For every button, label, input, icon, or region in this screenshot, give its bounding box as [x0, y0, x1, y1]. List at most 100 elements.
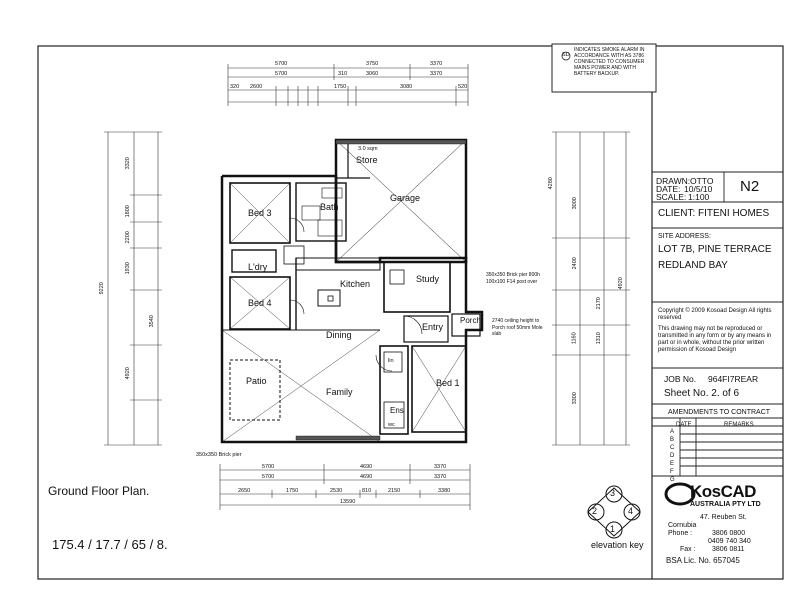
- phone-2: 0409 740 340: [708, 538, 751, 545]
- amendment-letter-g: G: [670, 477, 675, 483]
- brick-pier-note: 350x350 Brick pier: [196, 452, 242, 458]
- room-label-garage: Garage: [390, 193, 421, 203]
- dim-right-5: 1310: [595, 332, 602, 345]
- room-label-porch: Porch: [460, 316, 481, 325]
- dim-left-1: 3320: [124, 157, 131, 170]
- room-label-linen: lin: [388, 358, 394, 364]
- dim-left-6: 3540: [148, 315, 155, 328]
- job-no-label: JOB No.: [664, 374, 697, 384]
- smoke-alarm-symbol: [561, 51, 571, 61]
- amendments-title: AMENDMENTS TO CONTRACT: [668, 409, 771, 416]
- sheet-number: Sheet No. 2. of 6: [664, 388, 740, 399]
- room-label-patio: Patio: [246, 376, 267, 386]
- smoke-note-box: [551, 43, 657, 93]
- date-value: 10/5/10: [684, 184, 713, 194]
- dim-left-2: 1800: [124, 205, 131, 218]
- elevation-key-graphic: [587, 485, 641, 539]
- phone-1: 3806 0800: [712, 530, 746, 537]
- smoke-alarm-note: INDICATES SMOKE ALARM IN ACCORDANCE WITH…: [574, 47, 645, 77]
- amendment-letter-a: A: [670, 429, 675, 435]
- company-logo-subtext: AUSTRALIA PTY LTD: [690, 501, 761, 508]
- garage-note: 3.0 sqm: [358, 146, 378, 152]
- dim-bottom-10: 810: [362, 488, 372, 494]
- amendment-letter-c: C: [670, 445, 675, 451]
- dim-right-2: 2400: [571, 257, 578, 270]
- site-address-line1: LOT 7B, PINE TERRACE: [658, 244, 772, 255]
- dim-bottom-11: 2150: [388, 488, 401, 494]
- elevation-key-num-2: 2: [592, 506, 598, 516]
- copyright-body: This drawing may not be reproduced or tr…: [658, 326, 772, 353]
- dim-bottom-12: 3380: [438, 488, 451, 494]
- job-no-value: 964FI7REAR: [708, 374, 759, 384]
- room-label-bed1: Bed 1: [436, 378, 460, 388]
- scale-value: 1:100: [688, 192, 710, 202]
- dim-right-4: 2170: [595, 297, 602, 310]
- copyright-notice: Copyright © 2009 Kosoad Design All right…: [658, 308, 772, 321]
- room-label-ldry: L'dry: [248, 262, 268, 272]
- elevation-key-num-1: 1: [610, 524, 616, 534]
- smoke-alarm-code: SD: [562, 52, 570, 58]
- dim-right-overall: 4920: [617, 277, 624, 290]
- dim-bottom-2: 4690: [360, 464, 373, 470]
- room-label-store: Store: [356, 155, 378, 165]
- porch-note: 350x350 Brick pier 800h 100x100 F14 post…: [486, 272, 540, 285]
- top-dimensions: [227, 64, 469, 106]
- dim-right-1: 4280: [547, 177, 554, 190]
- dim-top-10: 1750: [334, 84, 347, 90]
- amendment-letter-f: F: [670, 469, 674, 475]
- elevation-key-label: elevation key: [591, 540, 644, 550]
- client-name: CLIENT: FITENI HOMES: [658, 208, 770, 219]
- room-label-bed3: Bed 3: [248, 208, 272, 218]
- dim-bottom-7: 2650: [238, 488, 251, 494]
- company-address-2: Cornubia: [668, 522, 697, 529]
- dim-bottom-1: 5700: [262, 464, 275, 470]
- dim-top-11: 3080: [400, 84, 413, 90]
- dim-left-3: 2200: [124, 231, 131, 244]
- amendment-letter-b: B: [670, 437, 675, 443]
- bsa-licence: BSA Lic. No. 657045: [666, 556, 740, 565]
- dim-top-4: 5700: [275, 71, 288, 77]
- amendments-remarks-header: REMARKS: [724, 422, 754, 428]
- room-label-dining: Dining: [326, 330, 352, 340]
- dim-top-9: 2600: [250, 84, 263, 90]
- room-label-bath: Bath: [320, 202, 339, 212]
- dim-bottom-4: 5700: [262, 474, 275, 480]
- fax-label: Fax :: [680, 546, 696, 553]
- dim-right-7: 3300: [571, 392, 578, 405]
- room-label-entry: Entry: [422, 322, 444, 332]
- dim-bottom-8: 1750: [286, 488, 299, 494]
- dim-right-6: 1160: [571, 332, 578, 345]
- company-logo-text: KosCAD: [690, 482, 756, 501]
- phone-label: Phone :: [668, 530, 693, 537]
- elevation-key-num-3: 3: [610, 488, 616, 498]
- koscad-logo-graphic: [664, 482, 696, 506]
- dim-left-5: 4920: [124, 367, 131, 380]
- dim-top-2: 3750: [366, 61, 379, 67]
- amendment-letter-d: D: [670, 453, 675, 459]
- dim-bottom-overall: 13590: [340, 499, 356, 505]
- dim-top-3: 3370: [430, 61, 443, 67]
- dim-bottom-9: 2530: [330, 488, 343, 494]
- drawn-value: OTTO: [690, 176, 714, 186]
- dim-top-12: 520: [458, 84, 468, 90]
- site-address-line2: REDLAND BAY: [658, 260, 728, 271]
- dim-top-6: 3060: [366, 71, 379, 77]
- plan-walls: [220, 138, 484, 444]
- scale-label: SCALE:: [656, 192, 687, 202]
- room-label-wc: wc: [388, 422, 395, 428]
- elevation-key-num-4: 4: [628, 506, 634, 516]
- porch-ceiling-note: 2740 ceiling height to Porch roof 50mm M…: [492, 318, 543, 337]
- dim-bottom-5: 4690: [360, 474, 373, 480]
- dim-top-5: 310: [338, 71, 348, 77]
- dim-bottom-6: 3370: [434, 474, 447, 480]
- right-dimensions: [552, 131, 630, 446]
- amendments-date-header: DATE: [676, 422, 692, 428]
- room-label-family: Family: [326, 387, 353, 397]
- floor-areas: 175.4 / 17.7 / 65 / 8.: [52, 537, 168, 552]
- bottom-dimensions: [219, 464, 471, 510]
- amendment-letter-e: E: [670, 461, 675, 467]
- date-label: DATE:: [656, 184, 681, 194]
- room-label-bed4: Bed 4: [248, 298, 272, 308]
